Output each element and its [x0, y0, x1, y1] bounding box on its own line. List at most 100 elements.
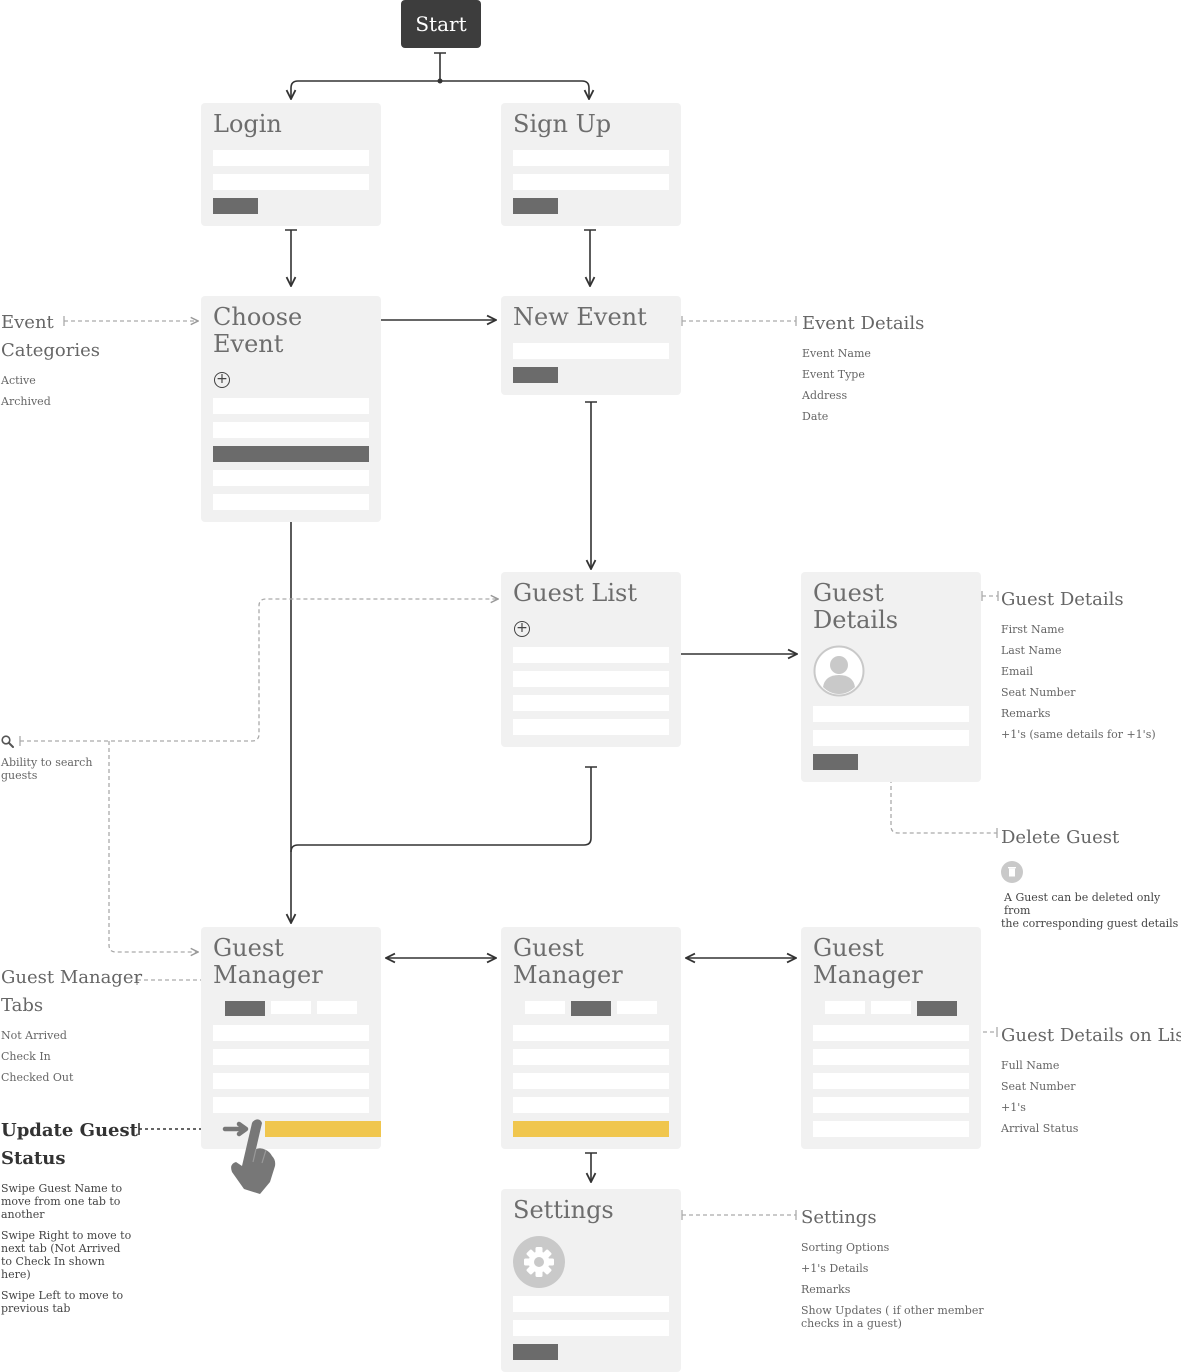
tab-not-arrived [525, 1001, 565, 1014]
details-on-list-item: Full Name [1001, 1059, 1060, 1072]
tab-checked-out [617, 1001, 657, 1014]
start-node[interactable]: Start [401, 0, 481, 48]
settings-field-1 [513, 1296, 669, 1312]
guest-details-title: Guest Details [813, 579, 899, 634]
guest-details-item: +1's (same details for +1's) [1001, 728, 1156, 741]
settings-screen[interactable]: Settings [501, 1189, 681, 1372]
update-status-para-1: Swipe Guest Name to move from one tab to… [1, 1182, 123, 1221]
guest-manager-title-2: Guest Manager [513, 934, 623, 989]
login-button [213, 198, 258, 214]
event-details-note-title: Event Details [802, 313, 925, 334]
settings-note-item: +1's Details [801, 1262, 869, 1275]
settings-note-item: Sorting Options [801, 1241, 890, 1254]
manager-row-4 [213, 1097, 369, 1113]
tab-not-arrived [225, 1001, 265, 1016]
login-screen[interactable]: Login [201, 103, 381, 226]
guest-details-item: Last Name [1001, 644, 1062, 657]
connector-login-choose [285, 229, 297, 286]
settings-button [513, 1344, 558, 1360]
connector-start [434, 52, 446, 81]
manager-row-1 [813, 1025, 969, 1041]
manager-row-3 [513, 1073, 669, 1089]
tab-checked-out [917, 1001, 957, 1016]
add-guest-plus-icon[interactable]: + [514, 621, 530, 637]
event-details-item: Date [802, 410, 829, 423]
tab-check-in [271, 1001, 311, 1014]
manager-row-3 [213, 1073, 369, 1089]
event-row-2 [213, 422, 369, 438]
signup-field-1 [513, 150, 669, 166]
login-title: Login [213, 110, 282, 138]
tab-check-in [571, 1001, 611, 1016]
event-categories-note-title: Event Categories [1, 312, 100, 361]
guest-manager-title-3: Guest Manager [813, 934, 923, 989]
guest-details-item: Remarks [1001, 707, 1051, 720]
manager-row-1 [213, 1025, 369, 1041]
tab-note-item: Checked Out [1, 1071, 74, 1084]
guest-manager-screen-3[interactable]: Guest Manager [801, 927, 981, 1149]
tab-note-item: Check In [1, 1050, 51, 1063]
update-status-para-3: Swipe Left to move to previous tab [1, 1289, 124, 1315]
category-archived: Archived [1, 395, 51, 408]
manager-row-4 [513, 1097, 669, 1113]
signup-screen[interactable]: Sign Up [501, 103, 681, 226]
category-active: Active [1, 374, 36, 387]
new-event-button [513, 367, 558, 383]
guest-row-2 [513, 671, 669, 687]
username-field [213, 150, 369, 166]
manager-row-5 [813, 1121, 969, 1137]
tab-check-in [871, 1001, 911, 1014]
guest-row-1 [513, 647, 669, 663]
guest-manager-screen-1[interactable]: Guest Manager [201, 927, 381, 1149]
connector-choose-manager [285, 488, 297, 923]
update-status-para-2: Swipe Right to move to next tab (Not Arr… [1, 1229, 132, 1281]
delete-guest-button [813, 754, 858, 770]
tab-note-item: Not Arrived [1, 1029, 67, 1042]
guest-details-note-title: Guest Details [1001, 589, 1124, 610]
connector-signup-new [584, 229, 596, 286]
details-on-list-item: Seat Number [1001, 1080, 1076, 1093]
guest-row-3 [513, 695, 669, 711]
manager-row-4 [813, 1097, 969, 1113]
add-event-plus-icon[interactable]: + [214, 372, 230, 388]
guest-list-screen[interactable]: Guest List + [501, 572, 681, 747]
tab-not-arrived [825, 1001, 865, 1014]
manager-row-3 [813, 1073, 969, 1089]
guest-details-screen[interactable]: Guest Details [801, 572, 981, 782]
connector-start-login [291, 80, 440, 99]
search-note-text: Ability to search guests [1, 756, 93, 782]
gear-icon [513, 1236, 565, 1288]
new-event-screen[interactable]: New Event [501, 296, 681, 395]
swiped-guest-row [265, 1121, 381, 1137]
details-on-list-item: +1's [1001, 1101, 1026, 1114]
guest-details-item: Seat Number [1001, 686, 1076, 699]
guest-details-item: First Name [1001, 623, 1065, 636]
guest-row-4 [513, 719, 669, 735]
guest-list-title: Guest List [513, 579, 637, 607]
delete-guest-note-title: Delete Guest [1001, 827, 1120, 848]
choose-event-screen[interactable]: Choose Event + [201, 296, 381, 522]
swipe-hand-icon [222, 1119, 276, 1194]
manager-row-2 [813, 1049, 969, 1065]
signup-title: Sign Up [513, 110, 612, 138]
signup-field-2 [513, 174, 669, 190]
trash-icon [1001, 861, 1023, 883]
tab-checked-out [317, 1001, 357, 1014]
details-on-list-note-title: Guest Details on List [1001, 1025, 1181, 1046]
connector-list-manager [290, 766, 597, 853]
connector-manager-settings [585, 1152, 597, 1182]
connector-new-list [585, 401, 597, 569]
event-details-item: Event Type [802, 368, 865, 381]
manager-row-1 [513, 1025, 669, 1041]
details-on-list-item: Arrival Status [1001, 1122, 1079, 1135]
note-link-search-manager [108, 741, 198, 952]
event-row-4 [213, 470, 369, 486]
update-status-note-title: Update Guest Status [1, 1120, 138, 1169]
guest-manager-screen-2[interactable]: Guest Manager [501, 927, 681, 1149]
guest-details-item: Email [1001, 665, 1034, 678]
manager-row-2 [513, 1049, 669, 1065]
settings-title: Settings [513, 1196, 614, 1224]
user-avatar-icon [813, 645, 865, 697]
moved-guest-row [513, 1121, 669, 1137]
search-icon [1, 735, 14, 748]
